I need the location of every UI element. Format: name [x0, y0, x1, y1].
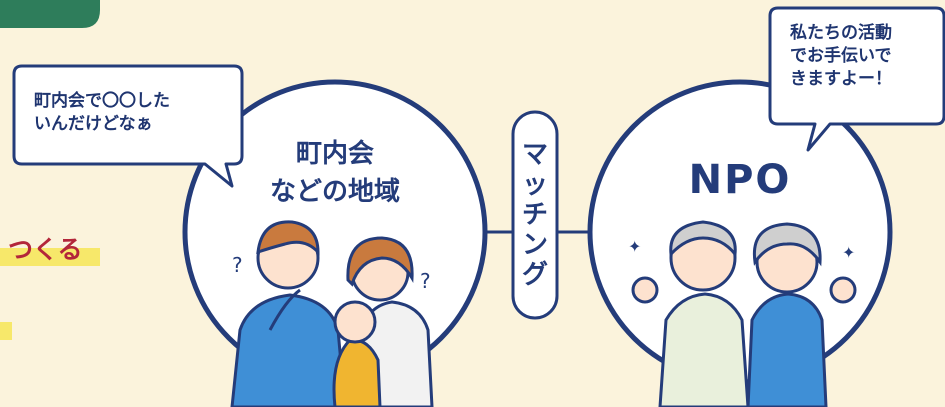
npo-circle-label: NPO	[688, 157, 792, 203]
speech-bubble-right	[768, 6, 945, 152]
highlight-mark-1	[0, 248, 100, 266]
matching-pill	[511, 110, 559, 320]
matching-char-4: ン	[521, 230, 548, 260]
sparkle-icon-left: ✦	[628, 237, 641, 256]
highlight-mark-2	[0, 322, 12, 340]
matching-char-2: ッ	[521, 170, 548, 200]
npo-woman-figure	[746, 222, 828, 407]
matching-char-5: グ	[521, 260, 548, 290]
speech-bubble-left-line1: 町内会で〇〇した	[34, 91, 170, 111]
green-header-tab	[0, 0, 100, 28]
ok-hand-left	[631, 276, 659, 304]
question-mark-left: ?	[232, 253, 243, 277]
question-mark-right: ?	[420, 269, 431, 293]
speech-bubble-right-line2: でお手伝いで	[790, 46, 892, 66]
speech-bubble-left-text: 町内会で〇〇した いんだけどなぁ	[34, 90, 170, 136]
speech-bubble-right-line1: 私たちの活動	[790, 23, 892, 43]
speech-bubble-right-text: 私たちの活動 でお手伝いで きますよー！	[790, 22, 892, 91]
speech-bubble-left-line2: いんだけどなぁ	[34, 114, 153, 134]
ok-hand-right	[829, 276, 857, 304]
heading-fragment: つくる	[8, 235, 83, 264]
sparkle-icon-right: ✦	[842, 243, 855, 262]
matching-char-3: チ	[521, 200, 548, 230]
speech-bubble-right-line3: きますよー！	[790, 69, 892, 89]
matching-label: マ ッ チ ン グ	[513, 112, 557, 318]
npo-man-figure	[658, 220, 750, 407]
baby-figure	[332, 300, 382, 407]
speech-bubble-left	[12, 64, 244, 188]
community-circle-label: 町内会 などの地域	[235, 135, 435, 211]
matching-char-1: マ	[521, 140, 548, 170]
community-label-line1: 町内会	[295, 139, 374, 169]
community-label-line2: などの地域	[269, 177, 400, 207]
